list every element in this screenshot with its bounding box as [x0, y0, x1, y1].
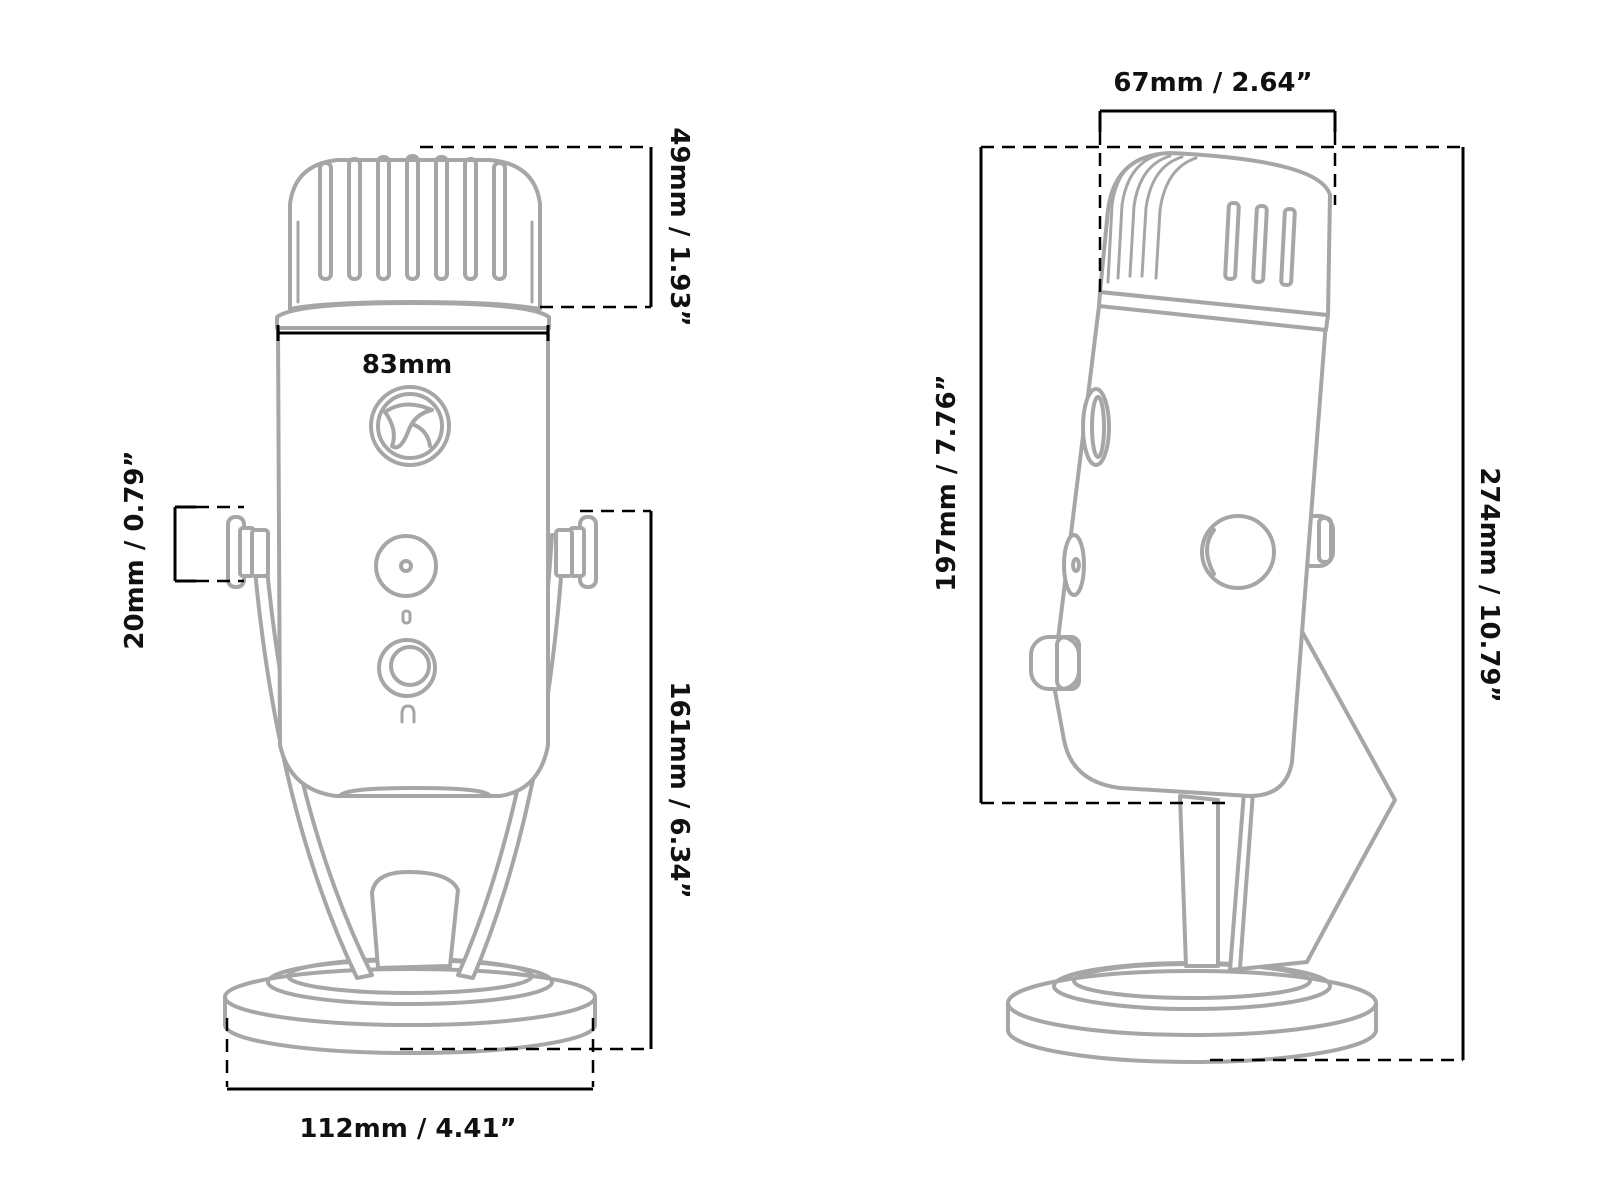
- front-center-post: [370, 870, 460, 970]
- side-grille: [1098, 151, 1332, 317]
- stand-height-dimension: [400, 509, 653, 1051]
- grille-height-label: 49mm / 1.93”: [664, 127, 694, 326]
- body-width-dimension: [276, 325, 550, 341]
- stand-height-label: 161mm / 6.34”: [664, 681, 694, 898]
- total-height-label: 274mm / 10.79”: [1474, 467, 1504, 702]
- total-height-dimension: [1210, 145, 1465, 1062]
- grille-height-dimension: [420, 145, 653, 309]
- front-view: 49mm / 1.93” 83mm 20mm / 0.79” 161mm / 6…: [120, 127, 694, 1144]
- grille-depth-dimension: [1098, 109, 1337, 298]
- headphone-volume-knob[interactable]: [377, 638, 437, 698]
- base-width-dimension: [225, 1018, 595, 1091]
- side-body: [1051, 304, 1328, 798]
- side-headphone-knob[interactable]: [1029, 635, 1081, 691]
- front-base: [223, 957, 597, 1055]
- headphones-icon: [400, 704, 416, 724]
- knob-depth-dimension: [173, 505, 244, 583]
- body-width-label: 83mm: [362, 350, 452, 380]
- knob-depth-label: 20mm / 0.79”: [120, 450, 150, 649]
- microphone-mute-icon: [401, 609, 412, 625]
- body-height-dimension: [979, 145, 1300, 805]
- front-left-knob: [226, 515, 270, 589]
- side-back-leg: [1178, 794, 1220, 968]
- base-width-label: 112mm / 4.41”: [299, 1114, 516, 1144]
- side-base: [1006, 961, 1378, 1064]
- front-grille: [288, 154, 542, 311]
- front-right-knob: [554, 515, 598, 589]
- side-view: 67mm / 2.64” 197mm / 7.76” 274mm / 10.79…: [932, 68, 1504, 1064]
- grille-depth-label: 67mm / 2.64”: [1113, 68, 1312, 98]
- side-logo-edge: [1081, 387, 1111, 467]
- side-yoke-knob: [1200, 514, 1276, 590]
- mute-button[interactable]: [374, 534, 438, 598]
- body-height-label: 197mm / 7.76”: [932, 374, 962, 591]
- side-mute-button[interactable]: [1062, 533, 1086, 597]
- stylized-bird-logo-icon: [369, 385, 451, 467]
